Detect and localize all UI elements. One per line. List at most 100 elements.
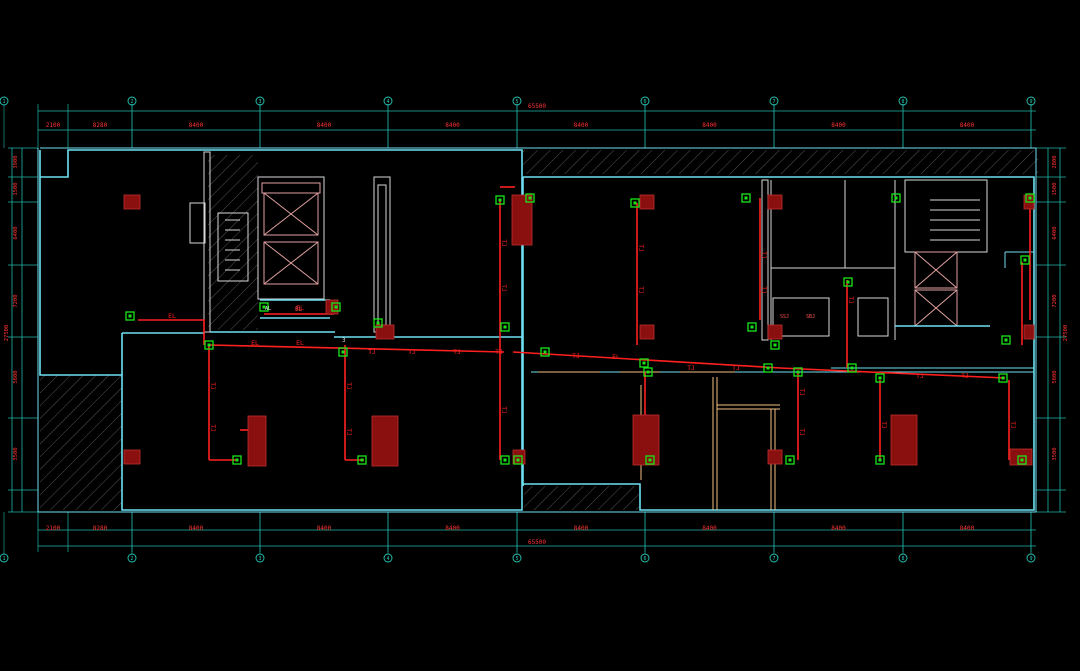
- green-device-core: [528, 196, 532, 200]
- green-device: [357, 455, 367, 465]
- top-dim-label: 8400: [445, 122, 460, 129]
- green-device: [125, 311, 135, 321]
- green-device-core: [878, 458, 882, 462]
- axis-bubble: [512, 96, 522, 106]
- pipe-label-tj-vertical: TJ: [847, 296, 854, 303]
- pipe-label-tj-vertical: TJ: [798, 428, 805, 435]
- pipe-label-tj-vertical: TJ: [345, 428, 352, 435]
- green-device-core: [503, 458, 507, 462]
- bottom-dim-label: 8400: [317, 525, 332, 532]
- green-device-core: [128, 314, 132, 318]
- green-device: [741, 193, 751, 203]
- green-device-core: [207, 343, 211, 347]
- axis-bubble-label: 7: [772, 99, 775, 105]
- bottom-dim-label: 8400: [831, 525, 846, 532]
- green-device: [998, 373, 1008, 383]
- green-device: [891, 193, 901, 203]
- pipe-label-tj-vertical: TJ: [500, 284, 507, 291]
- axis-bubble-label: 9: [1029, 99, 1032, 105]
- right-total-dim-label: 27500: [1063, 325, 1069, 342]
- green-device-core: [1004, 338, 1008, 342]
- axis-bubble: [127, 96, 137, 106]
- pipe-label-el: EL: [251, 339, 259, 347]
- core-east: [761, 179, 1034, 341]
- green-device: [639, 358, 649, 368]
- green-device-core: [773, 343, 777, 347]
- pipe-label-tj: TJ: [495, 348, 503, 356]
- green-device: [770, 340, 780, 350]
- green-device-core: [633, 201, 637, 205]
- pipe-label-tj-vertical: TJ: [637, 244, 644, 251]
- green-device: [875, 455, 885, 465]
- green-device: [747, 322, 757, 332]
- green-device-core: [235, 458, 239, 462]
- bottom-dim-label: 8400: [960, 525, 975, 532]
- green-device-core: [894, 196, 898, 200]
- room-annotations: SSJ SBJ AL 3 EL: [265, 306, 815, 344]
- right-dim-label: 1500: [1052, 182, 1058, 195]
- pipe-label-tj-vertical: TJ: [1009, 421, 1016, 428]
- green-device: [513, 455, 523, 465]
- bottom-total-dim-label: 65500: [528, 539, 546, 546]
- axis-bubble: [255, 553, 265, 563]
- axis-bubble: [769, 553, 779, 563]
- green-device-core: [850, 366, 854, 370]
- axis-bubble-label: 3: [258, 99, 261, 105]
- pipe-label-tj-vertical: TJ: [209, 424, 216, 431]
- left-total-dim-label: 27500: [4, 325, 10, 342]
- top-dim-label: 8280: [93, 122, 108, 129]
- green-device-core: [334, 305, 338, 309]
- wall-east-block: [523, 176, 1035, 511]
- axis-bubble: [0, 96, 9, 106]
- axis-bubble-label: 2: [130, 99, 133, 105]
- green-device-core: [646, 370, 650, 374]
- top-dim-label: 8400: [831, 122, 846, 129]
- green-device: [843, 277, 853, 287]
- green-device-core: [788, 458, 792, 462]
- top-dim-label: 8400: [189, 122, 204, 129]
- pipe-label-tj: TJ: [572, 352, 580, 360]
- green-device: [500, 455, 510, 465]
- green-device: [1025, 193, 1035, 203]
- green-device-core: [750, 325, 754, 329]
- pipe-label-tj-vertical: TJ: [500, 406, 507, 413]
- axis-bubble-label: 7: [772, 556, 775, 562]
- pipe-label-tj-vertical: TJ: [760, 286, 767, 293]
- axis-bubble-label: 8: [901, 99, 904, 105]
- green-device-core: [376, 321, 380, 325]
- axis-bubble: [898, 553, 908, 563]
- bottom-dim-label: 2100: [46, 525, 61, 532]
- green-device-core: [642, 361, 646, 365]
- pipe-label-el: EL: [168, 312, 176, 320]
- green-device: [1001, 335, 1011, 345]
- left-dim-label: 6400: [13, 226, 19, 239]
- hatch-stair-left: [208, 155, 258, 330]
- green-device: [525, 193, 535, 203]
- pipe-label-tj: TJ: [368, 348, 376, 356]
- left-dim-label: 3500: [13, 447, 19, 460]
- pipe-label-el: EL: [296, 339, 304, 347]
- green-device: [847, 363, 857, 373]
- green-device-core: [878, 376, 882, 380]
- green-device-core: [796, 370, 800, 374]
- axis-bubble-label: 5: [515, 556, 518, 562]
- bottom-dim-label: 8400: [445, 525, 460, 532]
- axis-bubble: [898, 96, 908, 106]
- green-device: [793, 367, 803, 377]
- green-device: [630, 198, 640, 208]
- pipe-label-tj-vertical: TJ: [345, 382, 352, 389]
- green-device-core: [1028, 196, 1032, 200]
- core-west: [189, 151, 391, 333]
- axis-bubble: [127, 553, 137, 563]
- green-device-core: [543, 350, 547, 354]
- green-device-core: [766, 366, 770, 370]
- right-dim-label: 2800: [1052, 155, 1058, 168]
- green-device: [338, 347, 348, 357]
- top-dim-label: 8400: [574, 122, 589, 129]
- green-device-core: [1023, 258, 1027, 262]
